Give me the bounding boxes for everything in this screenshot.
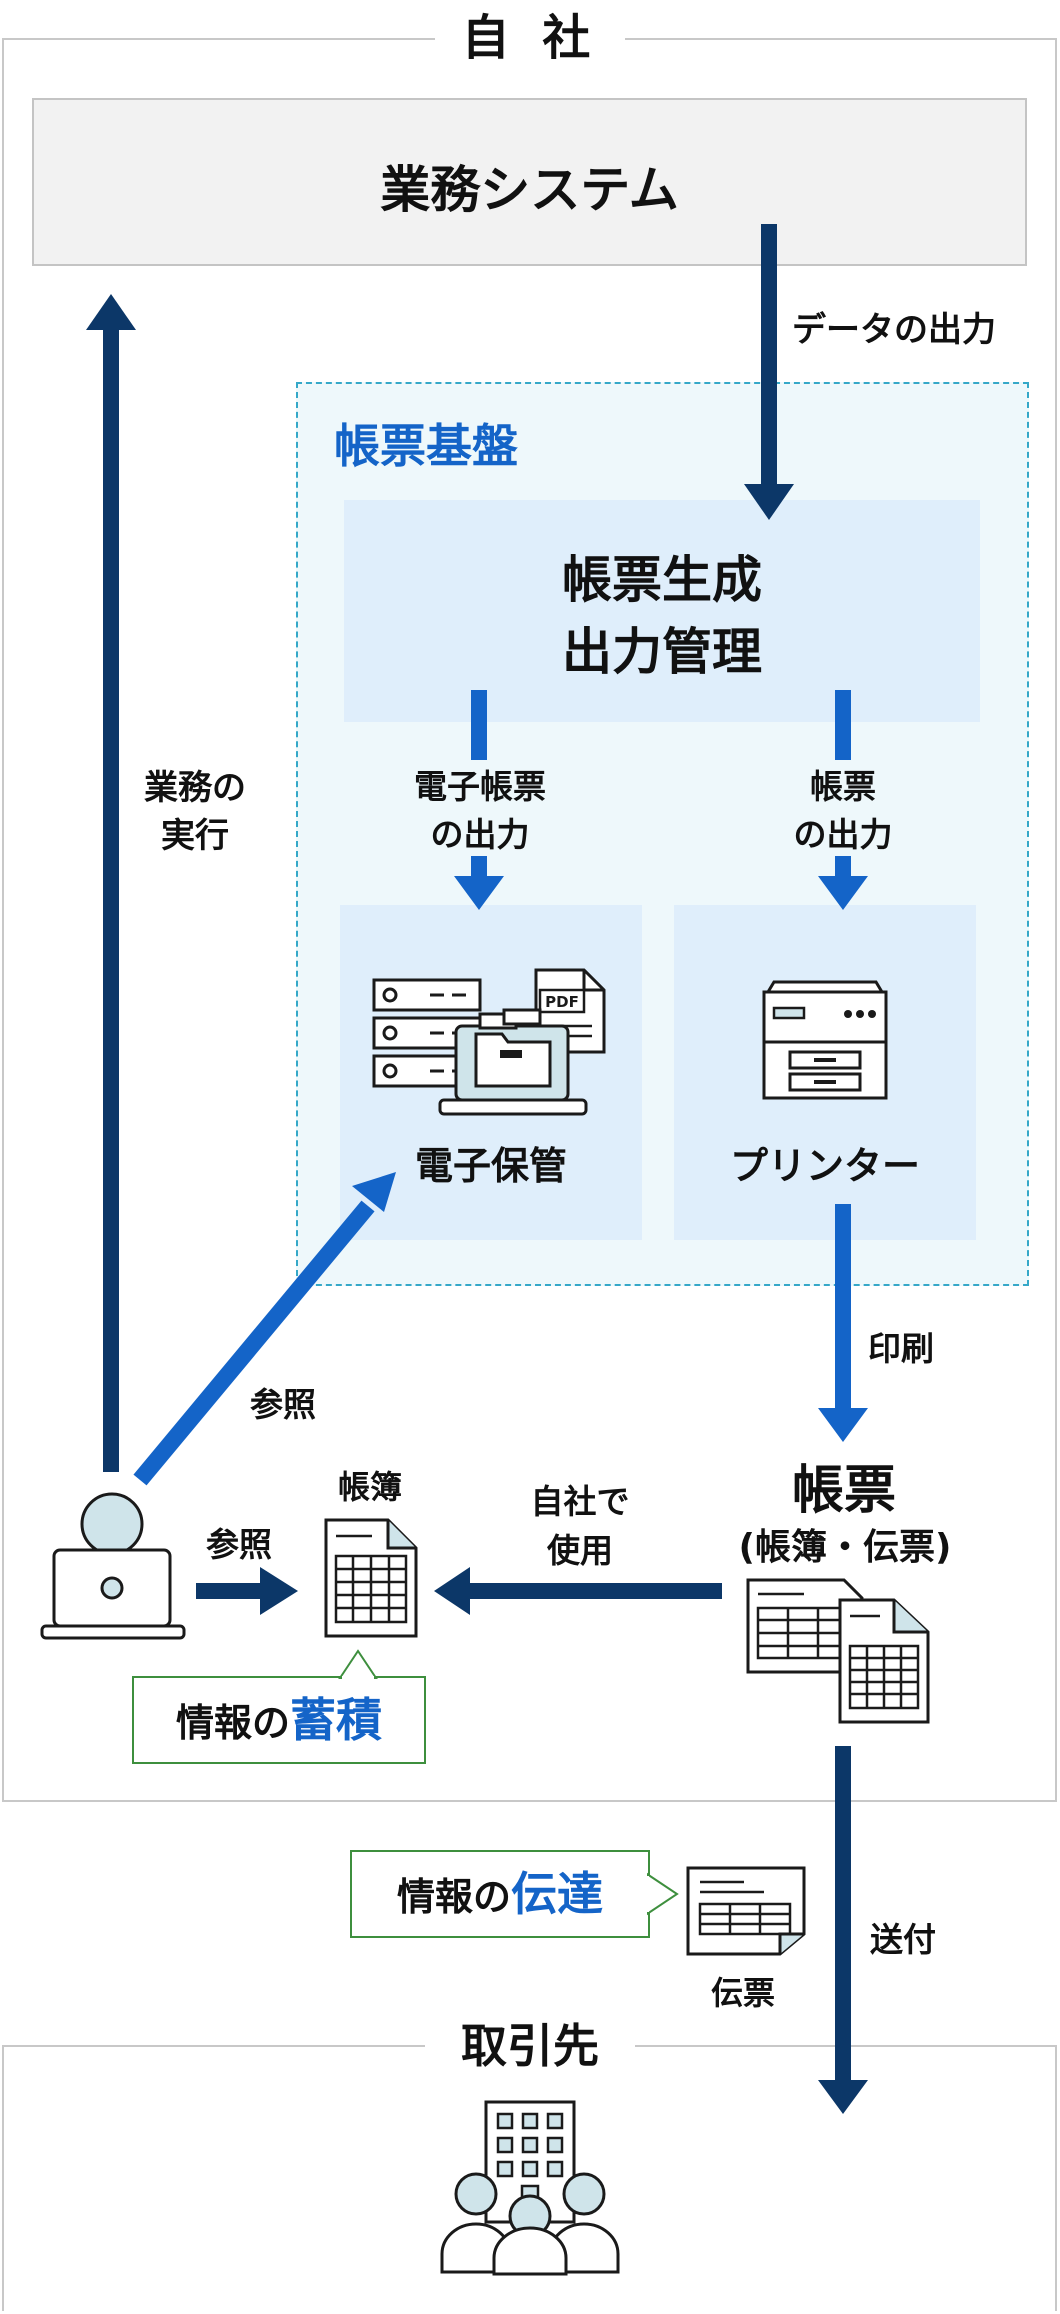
generator-box — [344, 500, 980, 722]
business-system-box — [32, 98, 1027, 266]
printer-title: プリンター — [729, 1144, 920, 1188]
transmit-prefix: 情報の — [396, 1875, 511, 1919]
building-people-icon — [440, 2100, 620, 2276]
data-output-arrow — [744, 224, 794, 520]
forms-title: 帳票 — [791, 1461, 896, 1521]
forms-documents-icon — [746, 1578, 930, 1724]
ref-diagonal-arrow — [133, 1172, 396, 1486]
generator-line1: 帳票生成 — [562, 551, 762, 609]
forms-subtitle: (帳簿・伝票) — [738, 1527, 952, 1568]
edoc-output-label-1: 電子帳票 — [392, 760, 568, 808]
transmit-callout: 情報の伝達 — [350, 1850, 650, 1938]
slip-document-icon — [686, 1866, 806, 1956]
user-laptop-icon — [40, 1492, 186, 1640]
accumulate-callout: 情報の蓄積 — [132, 1676, 426, 1764]
business-system-title: 業務システム — [380, 161, 679, 219]
platform-title: 帳票基盤 — [334, 419, 518, 473]
company-title: 自 社 — [435, 8, 625, 68]
slip-label: 伝票 — [710, 1974, 775, 2012]
business-exec-label-2: 実行 — [161, 816, 229, 856]
send-arrow — [818, 1746, 868, 2114]
form-output-label-1: 帳票 — [772, 760, 914, 808]
internal-use-label-1: 自社で — [530, 1482, 630, 1521]
ledger-document-icon — [324, 1518, 418, 1638]
business-exec-label-1: 業務の — [144, 768, 246, 808]
e-storage-title: 電子保管 — [414, 1144, 567, 1188]
business-exec-arrow — [86, 294, 136, 1472]
laptop-folder-icon — [438, 1008, 588, 1116]
transmit-emph: 伝達 — [511, 1867, 603, 1921]
ref-right-label: 参照 — [206, 1525, 272, 1564]
accumulate-prefix: 情報の — [175, 1701, 290, 1745]
internal-use-arrow — [434, 1567, 722, 1615]
ref-up-label: 参照 — [250, 1385, 316, 1424]
edoc-output-label-2: の出力 — [392, 808, 568, 856]
ledger-label: 帳簿 — [337, 1468, 402, 1506]
partner-title: 取引先 — [425, 2016, 635, 2076]
form-output-label-2: の出力 — [772, 808, 914, 856]
transmit-callout-tail — [647, 1872, 679, 1916]
accumulate-emph: 蓄積 — [290, 1693, 382, 1747]
ref-right-arrow — [196, 1567, 298, 1615]
generator-line2: 出力管理 — [562, 623, 762, 681]
printer-icon — [762, 980, 888, 1100]
print-arrow — [818, 1204, 868, 1442]
print-label: 印刷 — [868, 1329, 934, 1368]
send-label: 送付 — [870, 1920, 936, 1959]
accumulate-callout-tail — [338, 1649, 378, 1679]
internal-use-label-2: 使用 — [547, 1531, 613, 1570]
svg-text:PDF: PDF — [545, 993, 579, 1011]
data-output-label: データの出力 — [792, 310, 996, 350]
